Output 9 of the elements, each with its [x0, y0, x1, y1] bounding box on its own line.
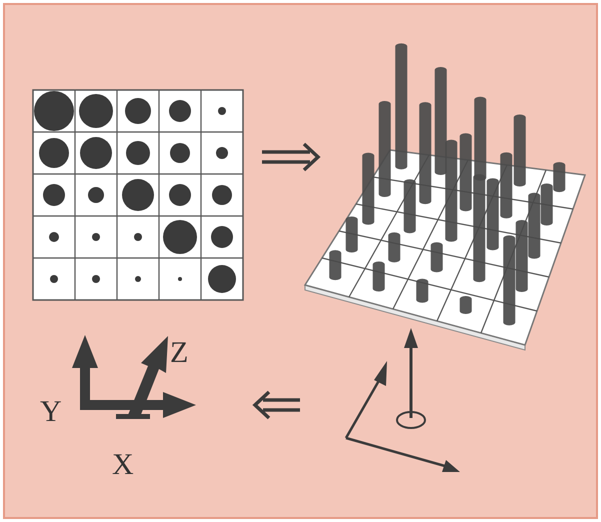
double-arrow — [260, 142, 321, 172]
axis-label: X — [112, 450, 134, 480]
axis-label: Y — [40, 397, 62, 427]
rotation-axes-drawing — [344, 328, 460, 472]
axes-drawing — [72, 335, 196, 419]
double-arrow — [252, 390, 302, 420]
bar-plate-drawing — [304, 43, 586, 351]
axis-label: Z — [170, 338, 188, 368]
dot-grid-drawing — [32, 89, 244, 301]
